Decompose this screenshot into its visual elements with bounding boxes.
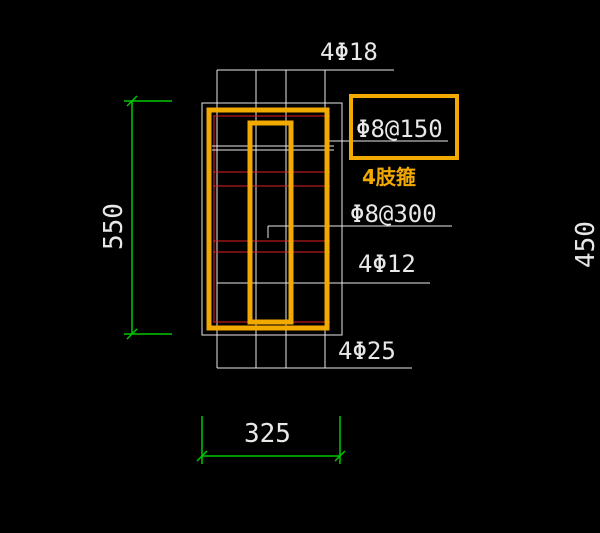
stirrup-main-label: Φ8@150 xyxy=(356,115,443,143)
stirrup-label-highlight xyxy=(349,94,459,160)
width-dimension xyxy=(196,416,346,464)
section-outline xyxy=(201,102,343,336)
inner-stirrup-lines xyxy=(212,145,334,151)
bottom-bars-label: 4Φ25 xyxy=(338,337,396,365)
tie-label: Φ8@300 xyxy=(350,200,437,228)
rebar-red-lines xyxy=(213,115,330,323)
width-dimension-text: 325 xyxy=(244,419,291,449)
top-bars-label: 4Φ18 xyxy=(320,38,378,66)
inner-stirrup-highlight xyxy=(247,120,294,325)
height-dimension-text: 550 xyxy=(99,203,129,250)
height-dimension xyxy=(124,95,172,340)
stirrup-note-label: 4肢箍 xyxy=(362,165,416,189)
middle-bars-label: 4Φ12 xyxy=(358,250,416,278)
outer-stirrup-highlight xyxy=(206,107,330,331)
side-height-dimension-text: 450 xyxy=(571,221,600,268)
